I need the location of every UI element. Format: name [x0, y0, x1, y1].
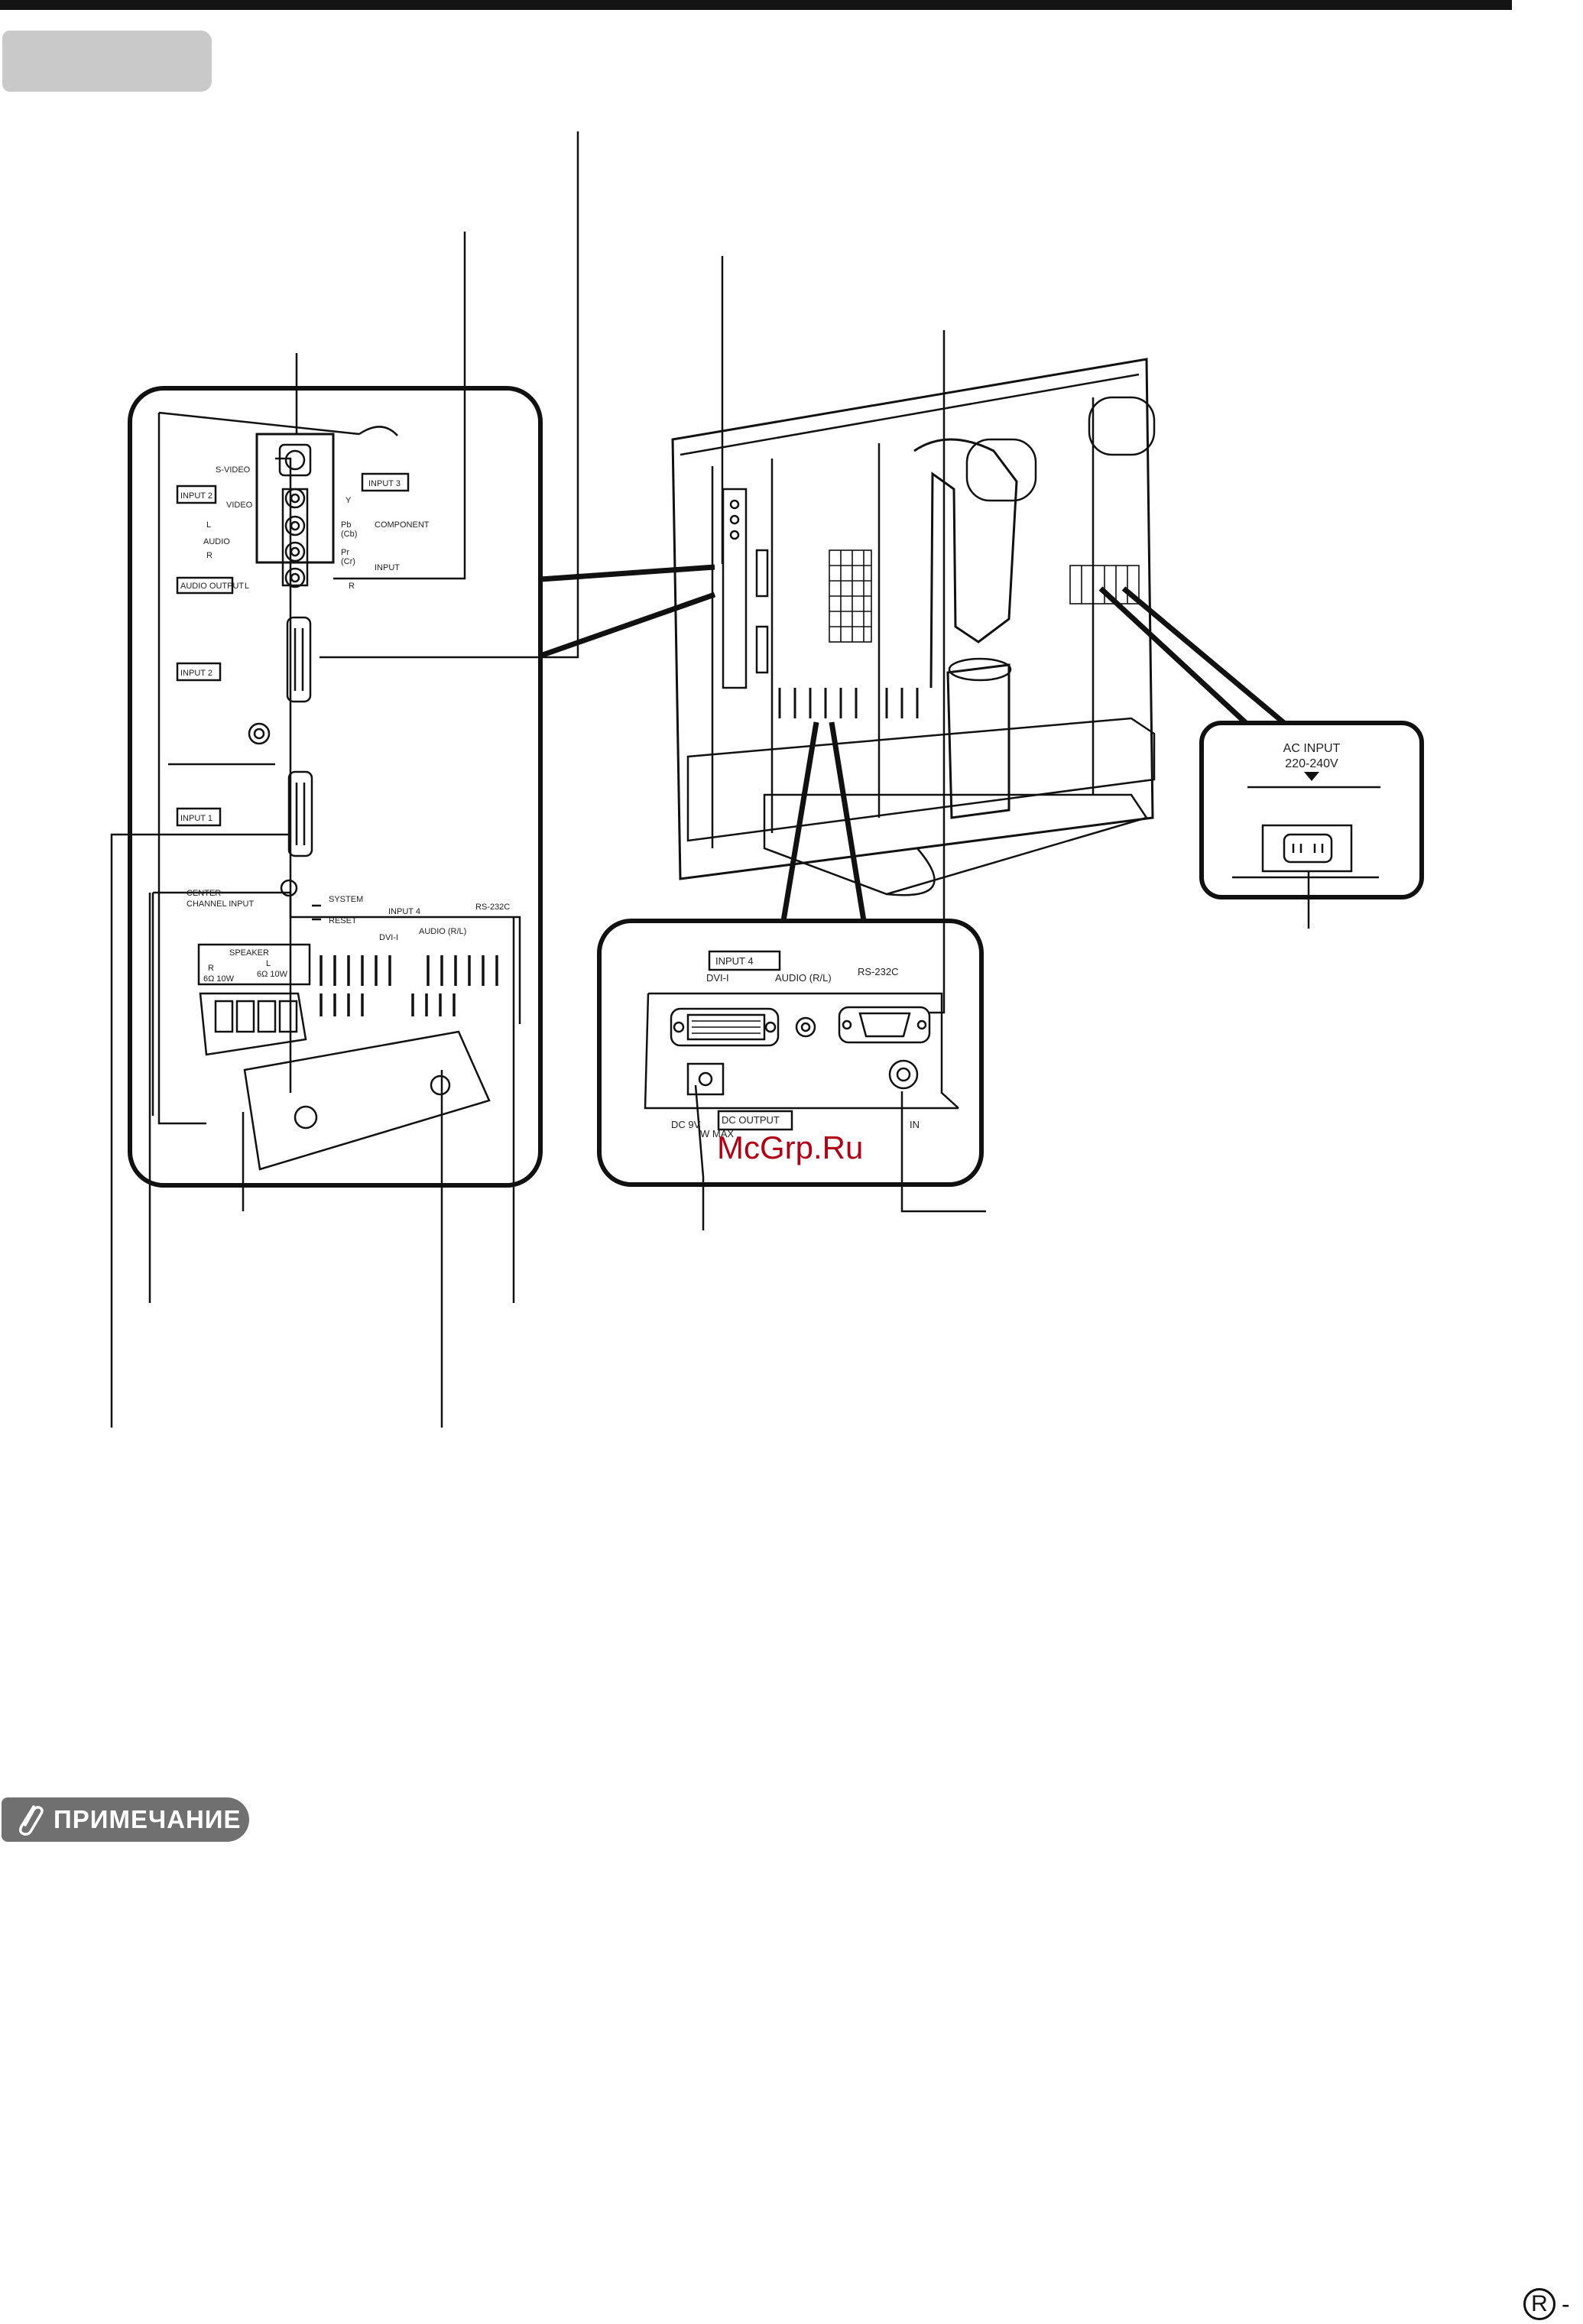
speaker-label: SPEAKER	[229, 948, 269, 958]
speaker-r-label: R	[208, 964, 214, 973]
right-callout-panel	[1199, 721, 1424, 899]
dvi-label: DVI-I	[706, 972, 729, 984]
rs232-label: RS-232C	[858, 966, 898, 977]
audio-r-label: R	[206, 551, 212, 560]
ac-input-label: AC INPUT	[1283, 742, 1341, 755]
y-label: Y	[345, 496, 352, 505]
channel-input-label: CHANNEL INPUT	[187, 899, 254, 909]
pr-label: Pr	[341, 548, 349, 557]
input1-label: INPUT 1	[180, 814, 212, 823]
audio-label: AUDIO	[203, 537, 230, 546]
dc-max-label: W MAX	[700, 1128, 734, 1139]
dc-output-label: DC OUTPUT	[722, 1114, 780, 1126]
dc-spec-label: DC 9V	[671, 1119, 701, 1130]
speaker-l-label: L	[266, 959, 271, 968]
input2-label: INPUT 2	[180, 669, 212, 678]
paperclip-icon	[18, 1805, 44, 1836]
cr-label: (Cr)	[341, 557, 355, 566]
audio-output-l-label: L	[245, 582, 249, 591]
input4-label: INPUT 4	[715, 955, 754, 967]
section-tab	[2, 31, 212, 92]
middle-callout-panel	[597, 919, 984, 1187]
video-label: VIDEO	[226, 501, 253, 510]
audio-rl-label: AUDIO (R/L)	[775, 972, 832, 984]
system-label: SYSTEM	[329, 895, 363, 904]
audio-rl-small-label: AUDIO (R/L)	[419, 927, 466, 936]
region-mark: R	[1523, 2288, 1555, 2320]
input4-small-label: INPUT 4	[388, 907, 420, 916]
svideo-label: S-VIDEO	[216, 465, 251, 475]
note-label: ПРИМЕЧАНИЕ	[54, 1805, 242, 1833]
component-label: COMPONENT	[375, 520, 430, 530]
input2-top-label: INPUT 2	[180, 491, 212, 501]
audio-output-r-label: R	[349, 582, 355, 591]
center-label: CENTER	[187, 889, 221, 898]
note-badge: ПРИМЕЧАНИЕ	[2, 1797, 249, 1842]
top-rule	[0, 0, 1512, 10]
audio-l-label: L	[206, 520, 211, 530]
dvi-small-label: DVI-I	[379, 933, 398, 942]
speaker-l-ohm: 6Ω 10W	[257, 970, 288, 979]
watermark: McGrp.Ru	[717, 1130, 864, 1165]
pb-label: Pb	[341, 520, 351, 530]
input3-label: INPUT 3	[368, 479, 401, 488]
left-callout-panel	[128, 386, 543, 1188]
rs232-small-label: RS-232C	[475, 903, 510, 912]
cb-label: (Cb)	[341, 530, 357, 539]
in-label: IN	[910, 1119, 920, 1130]
page-footer: R -	[1523, 2285, 1570, 2323]
input-out-label: INPUT	[375, 563, 400, 572]
tv-rear-illustration	[671, 358, 1156, 896]
voltage-label: 220-240V	[1285, 757, 1338, 770]
page-dash: -	[1562, 2290, 1570, 2318]
speaker-r-ohm: 6Ω 10W	[203, 974, 235, 984]
audio-output-label: AUDIO OUTPUT	[180, 582, 244, 591]
reset-label: RESET	[329, 916, 357, 925]
